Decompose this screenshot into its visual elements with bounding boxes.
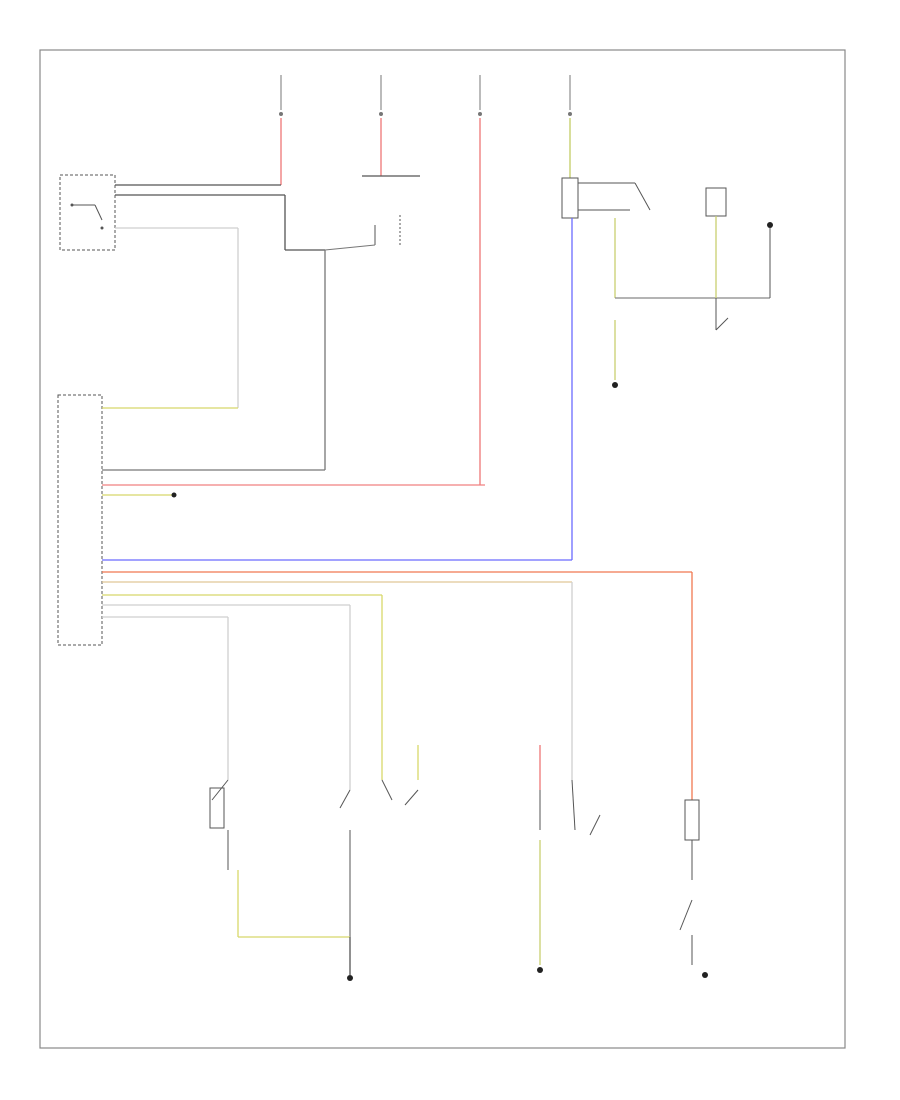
relay-switch-1 <box>324 215 401 251</box>
switch-top-right <box>705 187 773 331</box>
ground-icon <box>612 382 618 388</box>
switch-2 <box>339 789 351 937</box>
electronic-control-module <box>59 174 116 251</box>
fuse-feed-3 <box>478 75 482 485</box>
diagram-border <box>39 49 846 1049</box>
switch-4 <box>537 745 543 973</box>
switch-6 <box>679 799 708 978</box>
fuse-feed-2 <box>379 75 383 176</box>
main-control-module <box>57 394 103 646</box>
relay-top-right <box>561 177 651 219</box>
ground-icon <box>347 975 353 981</box>
fuse-feed-1 <box>279 75 283 185</box>
switch-3 <box>381 745 419 806</box>
switch-5 <box>571 779 601 836</box>
switch-1 <box>209 779 239 937</box>
ground-icon <box>171 492 177 498</box>
fuse-feed-4 <box>568 75 572 178</box>
